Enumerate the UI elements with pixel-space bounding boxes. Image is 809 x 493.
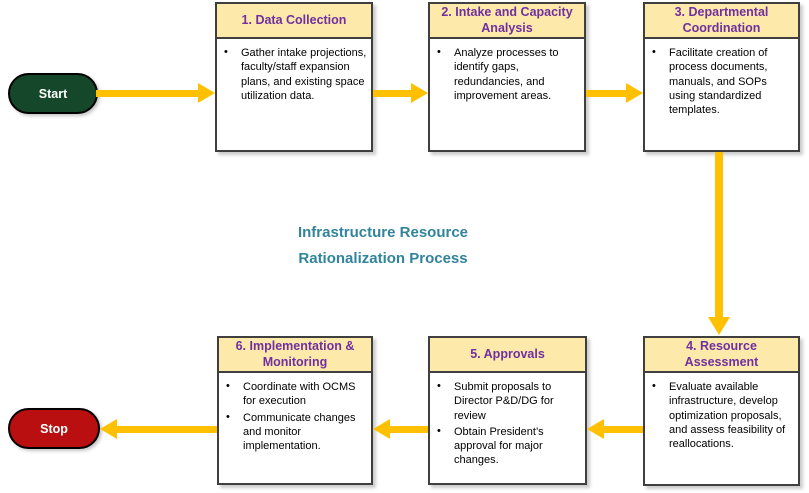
arrow-shaft xyxy=(96,90,198,97)
step-bullet: Facilitate creation of process documents… xyxy=(645,45,794,117)
arrow-head-left-icon xyxy=(587,419,604,439)
diagram-title-line-1: Infrastructure Resource xyxy=(297,224,469,241)
diagram-title-line-2: Rationalization Process xyxy=(298,250,468,267)
arrow-shaft xyxy=(603,426,643,433)
step-body: Submit proposals to Director P&D/DG for … xyxy=(430,373,585,468)
step-box-intake-capacity-analysis: 2. Intake and Capacity Analysis Analyze … xyxy=(428,2,586,152)
step-header: 5. Approvals xyxy=(430,338,585,373)
arrow-shaft xyxy=(715,152,723,318)
stop-terminal: Stop xyxy=(8,408,100,449)
arrow-shaft xyxy=(389,426,428,433)
arrow-head-left-icon xyxy=(373,419,390,439)
step-header: 3. Departmental Coordination xyxy=(645,4,798,39)
step-bullet: Evaluate available infrastructure, devel… xyxy=(645,379,794,451)
arrow-head-down-icon xyxy=(708,317,730,335)
step-header: 4. Resource Assessment xyxy=(645,338,798,373)
diagram-title: Infrastructure Resource Rationalization … xyxy=(268,220,498,272)
arrow-head-left-icon xyxy=(100,419,117,439)
step-box-implementation-monitoring: 6. Implementation & Monitoring Coordinat… xyxy=(217,336,373,485)
start-terminal-label: Start xyxy=(38,86,68,101)
arrow-shaft xyxy=(373,90,412,97)
step-body: Facilitate creation of process documents… xyxy=(645,39,798,117)
step-body: Analyze processes to identify gaps, redu… xyxy=(430,39,584,103)
step-header: 6. Implementation & Monitoring xyxy=(219,338,371,373)
step-body: Coordinate with OCMS for execution Commu… xyxy=(219,373,371,453)
step-body: Gather intake projections, faculty/staff… xyxy=(217,39,371,103)
step-box-approvals: 5. Approvals Submit proposals to Directo… xyxy=(428,336,587,485)
step-bullet: Gather intake projections, faculty/staff… xyxy=(217,45,367,103)
step-bullet: Communicate changes and monitor implemen… xyxy=(219,410,367,454)
step-box-resource-assessment: 4. Resource Assessment Evaluate availabl… xyxy=(643,336,800,486)
step-box-data-collection: 1. Data Collection Gather intake project… xyxy=(215,2,373,152)
step-bullet: Analyze processes to identify gaps, redu… xyxy=(430,45,580,103)
arrow-shaft xyxy=(586,90,627,97)
arrow-head-right-icon xyxy=(198,83,215,103)
arrow-head-right-icon xyxy=(626,83,643,103)
start-terminal: Start xyxy=(8,73,98,114)
step-header: 2. Intake and Capacity Analysis xyxy=(430,4,584,39)
arrow-head-right-icon xyxy=(411,83,428,103)
step-header: 1. Data Collection xyxy=(217,4,371,39)
step-bullet: Coordinate with OCMS for execution xyxy=(219,379,367,409)
stop-terminal-label: Stop xyxy=(40,421,68,436)
arrow-shaft xyxy=(117,426,217,433)
step-box-departmental-coordination: 3. Departmental Coordination Facilitate … xyxy=(643,2,800,152)
step-body: Evaluate available infrastructure, devel… xyxy=(645,373,798,451)
step-bullet: Obtain President’s approval for major ch… xyxy=(430,424,581,468)
step-bullet: Submit proposals to Director P&D/DG for … xyxy=(430,379,581,423)
